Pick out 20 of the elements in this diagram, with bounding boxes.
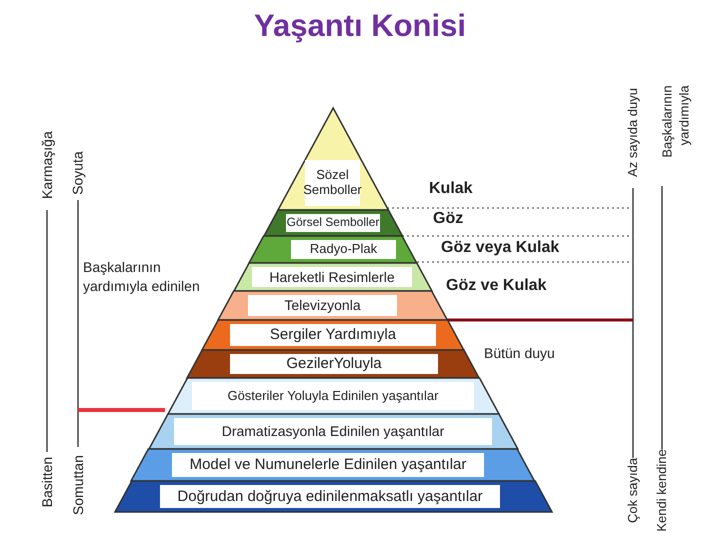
band-label: Hareketli Resimlerle [252, 267, 412, 287]
band-label: Sergiler Yardımıyla [230, 324, 436, 346]
band-label: Doğrudan doğruya edinilenmaksatlı yaşantılar [160, 485, 500, 508]
side-label: Bütün duyu [484, 344, 555, 363]
band-label: Sözel Semboller [304, 160, 360, 206]
title: Yaşantı Konisi [253, 8, 467, 44]
side-label: Başkalarının yardımıyla edinilen [83, 258, 201, 296]
band-label: Model ve Numunelerle Edinilen yaşantılar [172, 453, 484, 477]
side-label: Göz [433, 209, 464, 229]
band-label: Gösteriler Yoluyla Edinilen yaşantılar [192, 382, 474, 410]
band-label: Radyo-Plak [290, 240, 396, 259]
band-label: Televizyonla [248, 295, 397, 316]
side-label: Kulak [429, 179, 473, 199]
band-label: Dramatizasyonla Edinilen yaşantılar [174, 418, 492, 445]
band-label: GezilerYoluyla [230, 354, 438, 374]
band-label: Görsel Semboller [286, 214, 380, 232]
side-label: Göz ve Kulak [446, 276, 546, 296]
axis-label: Çok sayıda [624, 457, 642, 522]
side-label: Göz veya Kulak [441, 238, 560, 258]
axis-label: Az sayıda duyu [624, 88, 642, 176]
